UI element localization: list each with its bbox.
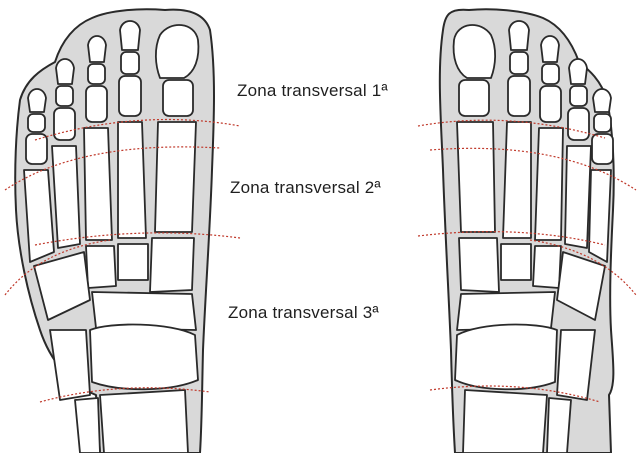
left-calcaneus	[50, 330, 90, 400]
right-toe-5-prox	[592, 134, 613, 164]
right-toe-2-mid	[510, 52, 528, 74]
left-cuneiform-med	[150, 238, 194, 292]
right-toe-3-mid	[542, 64, 559, 84]
left-hallux-phalanx	[163, 80, 193, 116]
zone-label-1: Zona transversal 1ª	[237, 81, 388, 101]
left-toe-5	[28, 89, 46, 112]
right-talus	[455, 325, 557, 390]
right-cuneiform-int	[501, 244, 531, 280]
right-cuneiform-med	[459, 238, 499, 292]
right-toe-5	[593, 89, 611, 112]
left-toe-5-prox	[26, 134, 47, 164]
right-toe-2-prox	[508, 76, 530, 116]
left-cuneiform-int	[118, 244, 148, 280]
left-toe-3-mid	[88, 64, 105, 84]
left-tibia	[100, 390, 188, 453]
right-toe-4-mid	[570, 86, 587, 106]
left-toe-4-prox	[54, 108, 75, 140]
right-hallux-phalanx	[459, 80, 489, 116]
left-hallux	[156, 25, 199, 78]
left-metatarsal-2	[118, 122, 146, 238]
right-cuneiform-lat	[533, 246, 561, 288]
right-metatarsal-3	[535, 128, 563, 240]
right-metatarsal-1	[457, 122, 495, 232]
left-metatarsal-5	[24, 170, 54, 262]
left-toe-5-mid	[28, 114, 45, 132]
right-toe-2	[509, 21, 529, 50]
right-fibula	[547, 398, 571, 453]
left-toe-3-prox	[86, 86, 107, 122]
left-metatarsal-4	[52, 146, 80, 248]
right-toe-3-prox	[540, 86, 561, 122]
left-metatarsal-3	[84, 128, 112, 240]
right-toe-4	[569, 59, 587, 84]
right-hallux	[454, 25, 496, 78]
right-tibia	[463, 390, 547, 453]
left-cuneiform-lat	[86, 246, 116, 288]
left-toe-4-mid	[56, 86, 73, 106]
right-metatarsal-4	[565, 146, 591, 248]
left-talus	[90, 325, 198, 390]
left-toe-2	[120, 21, 140, 50]
left-foot	[15, 9, 214, 453]
left-metatarsal-1	[155, 122, 196, 232]
right-toe-3	[541, 36, 559, 62]
left-toe-2-prox	[119, 76, 141, 116]
left-toe-4	[56, 59, 74, 84]
left-fibula	[75, 398, 100, 453]
zone-label-3: Zona transversal 3ª	[228, 303, 379, 323]
right-toe-4-prox	[568, 108, 589, 140]
right-metatarsal-2	[503, 122, 531, 238]
left-toe-3	[88, 36, 106, 62]
left-toe-2-mid	[121, 52, 139, 74]
right-toe-5-mid	[594, 114, 611, 132]
right-metatarsal-5	[589, 170, 611, 262]
zone-label-2: Zona transversal 2ª	[230, 178, 381, 198]
